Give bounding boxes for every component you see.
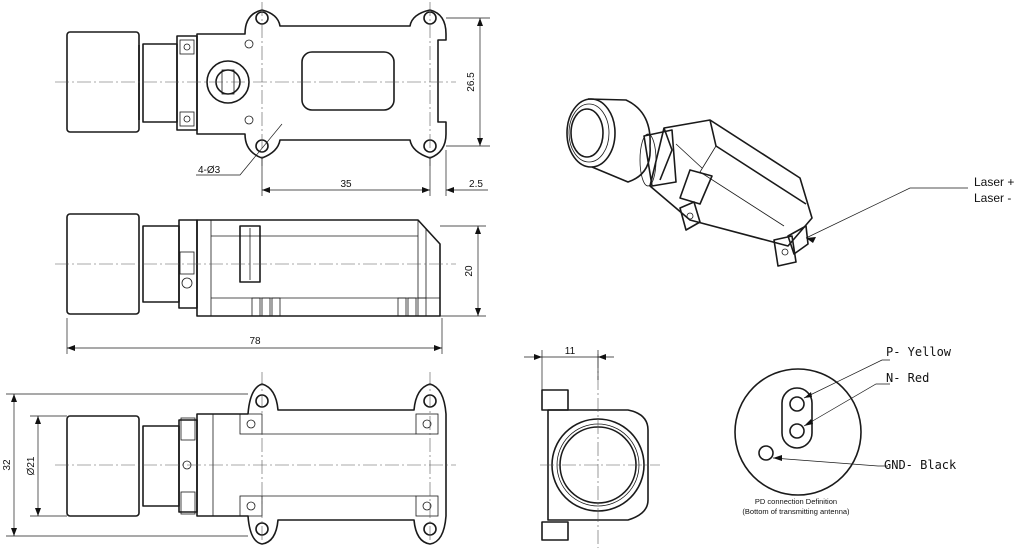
hole-callout: 4-Ø3 [198, 165, 221, 176]
dim-height-32: 32 [2, 459, 13, 471]
laser-plus-label: Laser + [974, 175, 1014, 189]
dim-width-35: 35 [340, 179, 352, 190]
pd-caption-line1: PD connection Definition [755, 497, 837, 506]
pd-pin-p-label: P- Yellow [886, 345, 952, 359]
bottom-view [6, 372, 456, 548]
dim-width-11: 11 [565, 346, 576, 357]
front-view [524, 350, 660, 548]
pd-connection-diagram [734, 359, 890, 496]
side-view [55, 213, 486, 354]
laser-leader-line [805, 187, 968, 239]
top-view [55, 2, 490, 196]
dim-height-20: 20 [464, 265, 475, 277]
pd-caption-line2: (Bottom of transmitting antenna) [742, 507, 850, 516]
dim-height-26-5: 26.5 [466, 72, 477, 92]
pd-pin-gnd-label: GND- Black [884, 458, 957, 472]
dim-length-78: 78 [249, 336, 261, 347]
isometric-view [566, 98, 813, 267]
dim-dia-21: Ø21 [26, 456, 37, 475]
dim-gap-2-5: 2.5 [469, 179, 483, 190]
pd-pin-n-label: N- Red [886, 371, 929, 385]
laser-minus-label: Laser - [974, 191, 1011, 205]
